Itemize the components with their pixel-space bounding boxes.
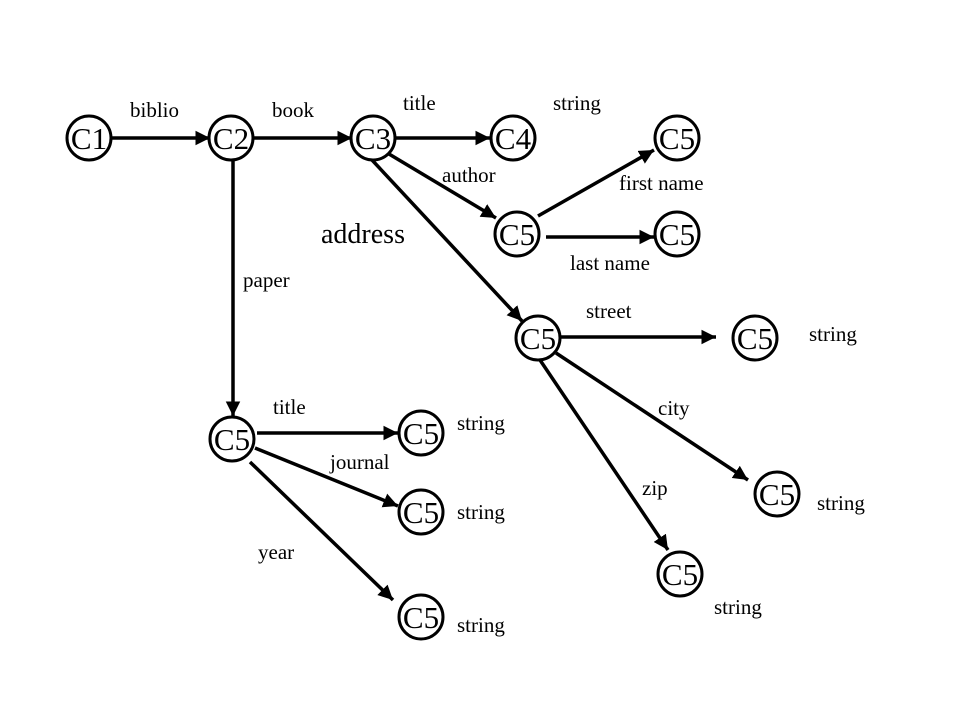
node-c2: C2 xyxy=(207,114,255,162)
edge-label-journal: journal xyxy=(329,450,390,474)
node-c2-label: C2 xyxy=(213,121,249,156)
node-c5-year-label: C5 xyxy=(403,600,439,635)
node-c5-last-name-label: C5 xyxy=(659,217,695,252)
type-label-journal: string xyxy=(457,500,505,524)
node-c3-label: C3 xyxy=(355,121,391,156)
edge-label-author: author xyxy=(442,163,496,187)
node-c5-last-name: C5 xyxy=(653,210,701,258)
type-label-c4: string xyxy=(553,91,601,115)
node-c5-paper-title: C5 xyxy=(397,409,445,457)
node-c5-author: C5 xyxy=(493,210,541,258)
edge-label-paper: paper xyxy=(243,268,290,292)
edge-label-address: address xyxy=(321,219,405,250)
edge-label-paper-title: title xyxy=(273,395,306,419)
edges xyxy=(111,130,749,602)
node-c5-paper-title-label: C5 xyxy=(403,416,439,451)
edge-label-first-name: first name xyxy=(619,171,704,195)
node-c5-address-label: C5 xyxy=(520,321,556,356)
node-c5-first-name: C5 xyxy=(653,114,701,162)
node-c5-author-label: C5 xyxy=(499,217,535,252)
node-c4: C4 xyxy=(489,114,537,162)
edge-labels: biblio book title author address first n… xyxy=(130,91,704,564)
edge-label-street: street xyxy=(586,299,632,323)
type-label-city: string xyxy=(817,491,865,515)
node-c3: C3 xyxy=(349,114,397,162)
node-c5-paper: C5 xyxy=(208,415,256,463)
node-c5-zip-label: C5 xyxy=(662,557,698,592)
node-c1: C1 xyxy=(65,114,113,162)
node-c5-street: C5 xyxy=(731,314,779,362)
node-c5-paper-label: C5 xyxy=(214,422,250,457)
edge-address xyxy=(370,158,524,323)
node-c5-year: C5 xyxy=(397,593,445,641)
type-label-paper-title: string xyxy=(457,411,505,435)
edge-label-city: city xyxy=(658,396,690,420)
edge-year xyxy=(248,460,395,602)
node-c5-journal: C5 xyxy=(397,488,445,536)
node-c4-label: C4 xyxy=(495,121,532,156)
node-c5-address: C5 xyxy=(514,314,562,362)
node-c5-first-name-label: C5 xyxy=(659,121,695,156)
edge-author xyxy=(388,152,497,220)
node-c5-city-label: C5 xyxy=(759,477,795,512)
edge-label-book: book xyxy=(272,98,315,122)
node-c5-street-label: C5 xyxy=(737,321,773,356)
edge-label-last-name: last name xyxy=(570,251,650,275)
node-c5-journal-label: C5 xyxy=(403,495,439,530)
node-c5-city: C5 xyxy=(753,470,801,518)
edge-label-biblio: biblio xyxy=(130,98,179,122)
node-c5-zip: C5 xyxy=(656,550,704,598)
type-label-zip: string xyxy=(714,595,762,619)
edge-label-title: title xyxy=(403,91,436,115)
edge-first-name xyxy=(537,148,655,218)
edge-label-year: year xyxy=(258,540,294,564)
type-label-street: string xyxy=(809,322,857,346)
edge-city xyxy=(555,351,749,482)
node-c1-label: C1 xyxy=(71,121,107,156)
type-labels: string string string string string strin… xyxy=(457,91,865,637)
nodes: C1 C2 C3 C4 C5 C5 C5 C5 xyxy=(65,114,801,641)
edge-journal xyxy=(254,446,399,508)
type-label-year: string xyxy=(457,613,505,637)
edge-label-zip: zip xyxy=(642,476,668,500)
edge-zip xyxy=(538,359,670,551)
